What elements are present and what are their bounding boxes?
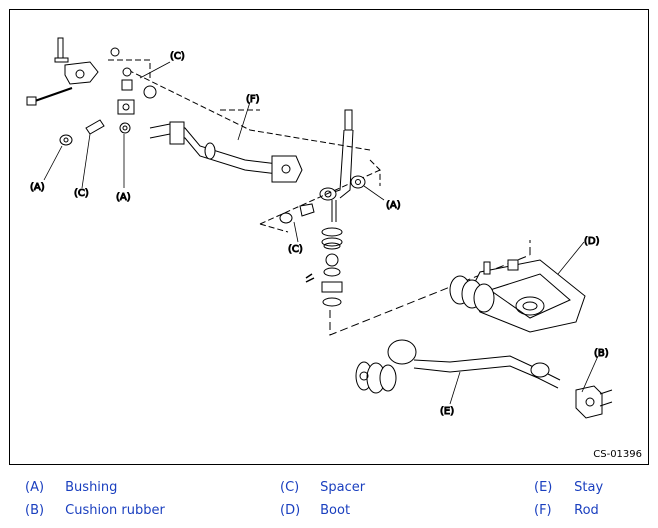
legend-code: (B) [25, 503, 45, 518]
callout-c-left: (C) [74, 188, 89, 199]
upper-bracket-plane [108, 59, 371, 151]
legend-item-cushion-rubber: (B) Cushion rubber [25, 503, 165, 518]
cushion-rubber-right [575, 385, 613, 419]
nut-lower-left [119, 122, 131, 134]
stay-bracket-upper [64, 47, 120, 85]
long-bolt [26, 87, 73, 106]
callout-a-left: (A) [30, 182, 45, 193]
legend-label: Boot [320, 503, 351, 518]
callout-d: (D) [584, 236, 600, 247]
legend-code: (E) [534, 480, 553, 495]
legend-code: (A) [25, 480, 45, 495]
stay [387, 339, 561, 389]
spacer-middle [279, 203, 315, 224]
callout-f: (F) [246, 94, 260, 105]
figure-code: CS-01396 [593, 449, 642, 460]
cushion-rubber-left [355, 361, 397, 394]
callout-b: (B) [594, 348, 609, 359]
rod [149, 121, 303, 183]
legend-item-stay: (E) Stay [534, 480, 603, 495]
callout-c-middle: (C) [288, 244, 303, 255]
legend-item-bushing: (A) Bushing [25, 480, 117, 495]
spacer-left [85, 119, 105, 135]
legend-code: (D) [280, 503, 301, 518]
legend-label: Stay [574, 480, 604, 495]
stud-bolt [54, 37, 69, 63]
bushing-left [59, 134, 73, 146]
ball-joint-stack [305, 227, 343, 307]
legend-item-rod: (F) Rod [534, 503, 599, 518]
callout-c-top: (C) [170, 51, 185, 62]
leader-lines [43, 61, 599, 405]
shift-lever [319, 109, 354, 222]
legend-label: Bushing [65, 480, 118, 495]
legend-code: (F) [534, 503, 552, 518]
legend-item-boot: (D) Boot [280, 503, 350, 518]
legend-code: (C) [280, 480, 300, 495]
legend-label: Spacer [320, 480, 366, 495]
legend-label: Rod [574, 503, 599, 518]
nut-set-left [117, 67, 157, 115]
callout-e: (E) [440, 406, 454, 417]
callout-a-right: (A) [386, 200, 401, 211]
legend-label: Cushion rubber [65, 503, 165, 518]
exploded-parts-diagram: (C) (F) (A) (C) (A) (A) (C) (D) (B) (E) … [9, 9, 649, 465]
callout-a-middle: (A) [116, 192, 131, 203]
bushing-right [350, 175, 366, 189]
parts-drawing: (C) (F) (A) (C) (A) (A) (C) (D) (B) (E) [26, 37, 613, 419]
boot [449, 259, 586, 333]
legend-item-spacer: (C) Spacer [280, 480, 365, 495]
